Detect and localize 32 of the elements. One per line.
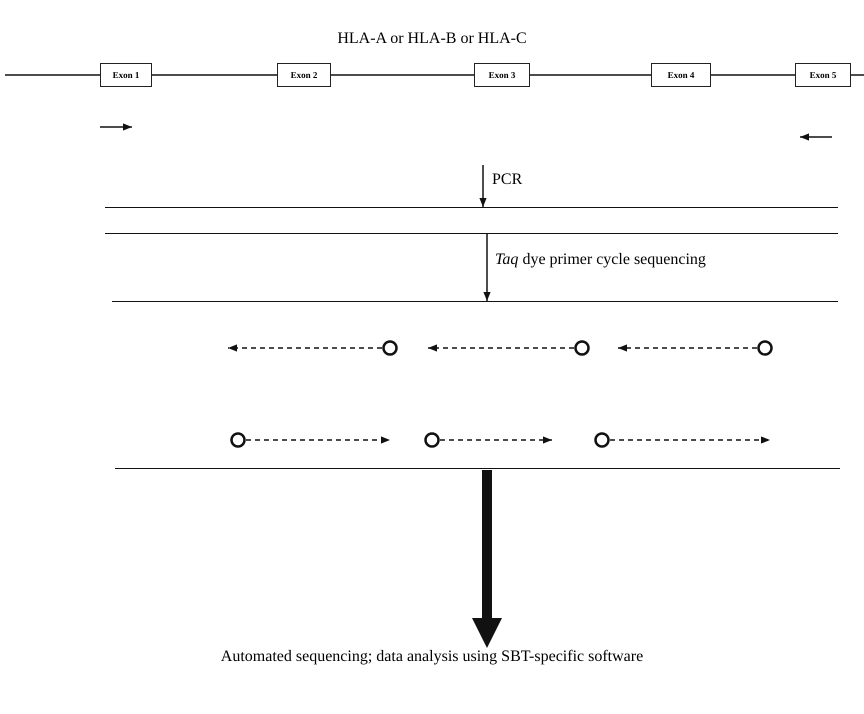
thick-arrow (472, 470, 502, 648)
gene-line (152, 74, 277, 76)
arrow (246, 436, 390, 444)
arrow (483, 234, 491, 301)
gene-line (5, 74, 100, 76)
primer-circle (424, 432, 440, 448)
gene-line (711, 74, 795, 76)
gene-line (331, 74, 474, 76)
primer-circle (574, 340, 590, 356)
arrow (428, 344, 574, 352)
primer-circle (594, 432, 610, 448)
arrow (618, 344, 757, 352)
caption-text: Automated sequencing; data analysis using SBT-specific software (82, 648, 782, 672)
exon-box: Exon 5 (795, 63, 851, 87)
primer-circle (230, 432, 246, 448)
exon-box: Exon 2 (277, 63, 331, 87)
primer-circle (757, 340, 773, 356)
arrow (479, 165, 487, 207)
exon-box: Exon 1 (100, 63, 152, 87)
exon-box: Exon 4 (651, 63, 711, 87)
edge-label: Taq dye primer cycle sequencing (493, 251, 708, 269)
arrow (610, 436, 770, 444)
strand-line (115, 468, 840, 470)
title: HLA-A or HLA-B or HLA-C (336, 30, 528, 48)
arrow (440, 436, 552, 444)
double-strand-lines (105, 207, 838, 234)
gene-line (851, 74, 864, 76)
arrow (228, 344, 382, 352)
strand-line (112, 301, 838, 303)
primer-circle (382, 340, 398, 356)
gene-line (530, 74, 651, 76)
exon-box: Exon 3 (474, 63, 530, 87)
